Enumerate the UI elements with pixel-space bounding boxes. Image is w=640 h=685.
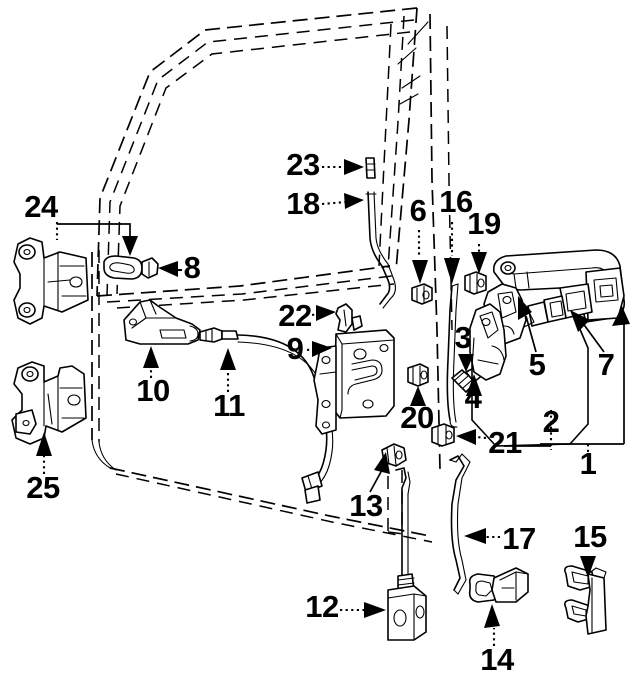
leader-23 (322, 159, 364, 175)
door-shell-outline (91, 7, 453, 543)
callout-number-25: 25 (26, 470, 60, 505)
part-rod-retainer-clip (564, 565, 607, 635)
leader-8 (158, 261, 182, 277)
callout-number-21: 21 (488, 425, 522, 460)
leader-15 (580, 556, 596, 578)
callout-number-5: 5 (529, 347, 546, 382)
callout-number-18: 18 (286, 186, 320, 221)
leader-4 (466, 374, 482, 396)
callout-number-2: 2 (543, 404, 560, 439)
part-door-lock-actuator (387, 467, 427, 641)
callout-number-11: 11 (213, 388, 245, 423)
leader-18 (321, 193, 364, 209)
leader-11 (220, 348, 236, 392)
part-latch-pawl-clip (335, 303, 363, 333)
leader-10 (143, 346, 159, 378)
leader-21 (456, 429, 487, 445)
callout-number-6: 6 (410, 193, 427, 228)
callout-number-8: 8 (184, 250, 201, 285)
callout-number-14: 14 (480, 642, 515, 677)
callout-number-16: 16 (439, 184, 473, 219)
leader-7 (570, 310, 605, 353)
part-lock-cylinder-lever (469, 303, 507, 381)
part-rod-clip-lower (464, 271, 487, 295)
part-lock-control-rod (446, 283, 459, 428)
leader-13 (369, 452, 390, 493)
callout-number-20: 20 (400, 400, 433, 435)
leader-3 (458, 354, 474, 372)
callout-number-23: 23 (286, 147, 320, 182)
part-inside-handle-bezel (103, 255, 159, 280)
part-rod-grommet (431, 423, 455, 447)
part-rod-bushing (365, 157, 376, 179)
part-door-latch-assembly (313, 329, 395, 435)
part-lock-knob-rod (449, 453, 471, 595)
callout-number-4: 4 (465, 380, 483, 415)
leader-25 (36, 432, 52, 474)
part-actuator-rod-clip (381, 443, 407, 467)
part-outside-handle-rod (365, 191, 397, 309)
leader-22 (311, 305, 336, 321)
leader-14 (484, 604, 500, 646)
callout-number-10: 10 (136, 373, 169, 408)
leader-24 (55, 222, 138, 256)
leader-20 (410, 386, 426, 406)
part-lower-door-hinge (11, 361, 87, 445)
callout-number-12: 12 (305, 589, 338, 624)
leader-19 (471, 244, 487, 274)
callout-number-22: 22 (278, 298, 311, 333)
part-lock-knob-lever (468, 567, 529, 603)
callout-number-17: 17 (502, 521, 535, 556)
leader-9 (306, 341, 332, 357)
callout-number-13: 13 (349, 488, 383, 523)
leader-1 (540, 306, 630, 452)
callout-number-3: 3 (455, 320, 472, 355)
callout-number-15: 15 (573, 519, 607, 554)
part-latch-screw (407, 363, 429, 387)
callout-number-1: 1 (580, 446, 597, 481)
callout-number-9: 9 (287, 331, 304, 366)
leader-17 (464, 528, 500, 544)
part-rod-clip-upper (411, 283, 433, 305)
leader-12 (340, 602, 386, 618)
callout-number-7: 7 (598, 347, 615, 382)
part-inside-release-handle (123, 299, 223, 345)
callout-number-19: 19 (467, 206, 501, 241)
leader-6 (412, 230, 428, 284)
callout-number-24: 24 (24, 189, 59, 224)
part-upper-door-hinge (13, 237, 89, 325)
leader-16 (444, 222, 460, 284)
leader-5 (518, 296, 537, 353)
